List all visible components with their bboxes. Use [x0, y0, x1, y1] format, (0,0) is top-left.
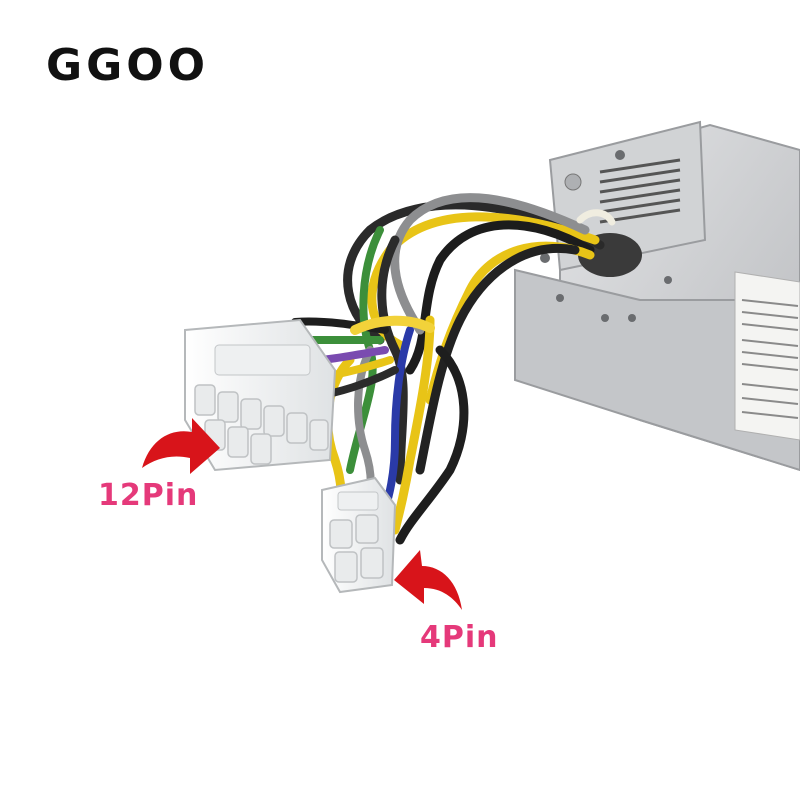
screw [601, 314, 609, 322]
screw [615, 150, 625, 160]
brand-logo: GGOO [46, 40, 210, 91]
label-4pin: 4Pin [420, 620, 499, 655]
screw [664, 276, 672, 284]
screw [556, 294, 564, 302]
connector-12pin [184, 318, 337, 472]
curved-arrow-icon [394, 550, 462, 610]
power-supply-unit [514, 120, 800, 472]
screw [564, 173, 582, 191]
connector-4pin [321, 476, 397, 594]
curved-arrow-icon [142, 418, 220, 474]
screw [540, 253, 550, 263]
screw [628, 314, 636, 322]
cable-bundle [286, 193, 616, 545]
label-12pin: 12Pin [98, 478, 199, 513]
